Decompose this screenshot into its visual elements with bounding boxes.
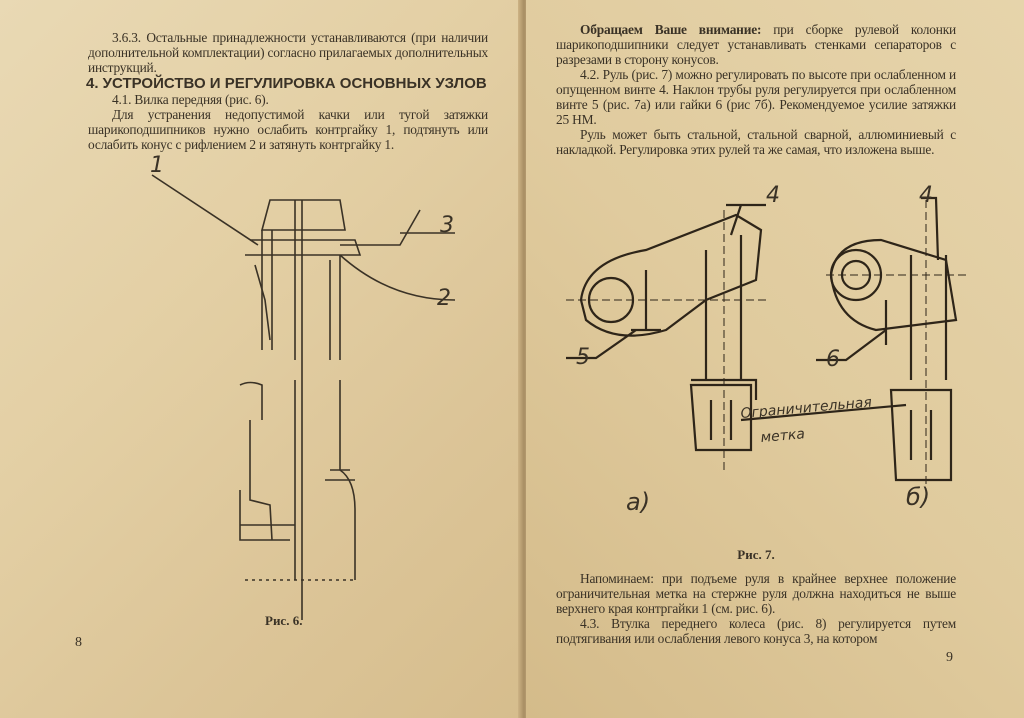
label-5: 5 [576, 345, 590, 370]
paragraph-fork: Для устранения недопустимой качки или ту… [88, 107, 488, 152]
label-2: 2 [437, 286, 451, 311]
figure-6-caption: Рис. 6. [265, 613, 303, 628]
paragraph-4-3: 4.3. Втулка переднего колеса (рис. 8) ре… [556, 616, 956, 646]
paragraph-attention: Обращаем Ваше внимание: при сборке рулев… [556, 22, 956, 67]
mark-label-2: метка [760, 426, 806, 446]
label-1: 1 [150, 153, 164, 178]
label-3: 3 [440, 213, 454, 238]
paragraph-3-6-3: 3.6.3. Остальные принадлежности устанавл… [88, 30, 488, 75]
attention-text: при сборке рулевой колонки шарикоподшипн… [556, 22, 956, 67]
paragraph-4-1: 4.1. Вилка передняя (рис. 6). [112, 92, 269, 107]
paragraph-handlebar: Руль может быть стальной, стальной сварн… [556, 127, 956, 157]
left-page: 3.6.3. Остальные принадлежности устанавл… [0, 0, 522, 718]
page-number-8: 8 [75, 635, 82, 650]
mark-label-1: Ограничительная [740, 395, 872, 422]
section-heading: 4. УСТРОЙСТВО И РЕГУЛИРОВКА ОСНОВНЫХ УЗЛ… [86, 75, 487, 92]
attention-label: Обращаем Ваше внимание: [580, 22, 762, 37]
label-6: 6 [826, 347, 840, 372]
figure-7-caption: Рис. 7. [737, 547, 775, 562]
right-page: Обращаем Ваше внимание: при сборке рулев… [526, 0, 1024, 718]
figure-7-drawing: 4 5 4 6 Ограничительная метка а) б) [566, 183, 966, 516]
paragraph-reminder: Напоминаем: при подъеме руля в крайнее в… [556, 571, 956, 616]
right-bottom-text-block: Рис. 7. Напоминаем: при подъеме руля в к… [556, 534, 956, 646]
paragraph-4-2: 4.2. Руль (рис. 7) можно регулировать по… [556, 67, 956, 127]
label-a: а) [626, 488, 650, 516]
page-number-9: 9 [946, 650, 953, 665]
left-text-block: 3.6.3. Остальные принадлежности устанавл… [86, 30, 488, 152]
label-4b: 4 [919, 183, 933, 208]
figure-6-drawing: 1 2 3 [150, 153, 456, 620]
right-top-text-block: Обращаем Ваше внимание: при сборке рулев… [556, 22, 956, 157]
label-4a: 4 [766, 183, 780, 208]
label-b: б) [906, 483, 930, 511]
